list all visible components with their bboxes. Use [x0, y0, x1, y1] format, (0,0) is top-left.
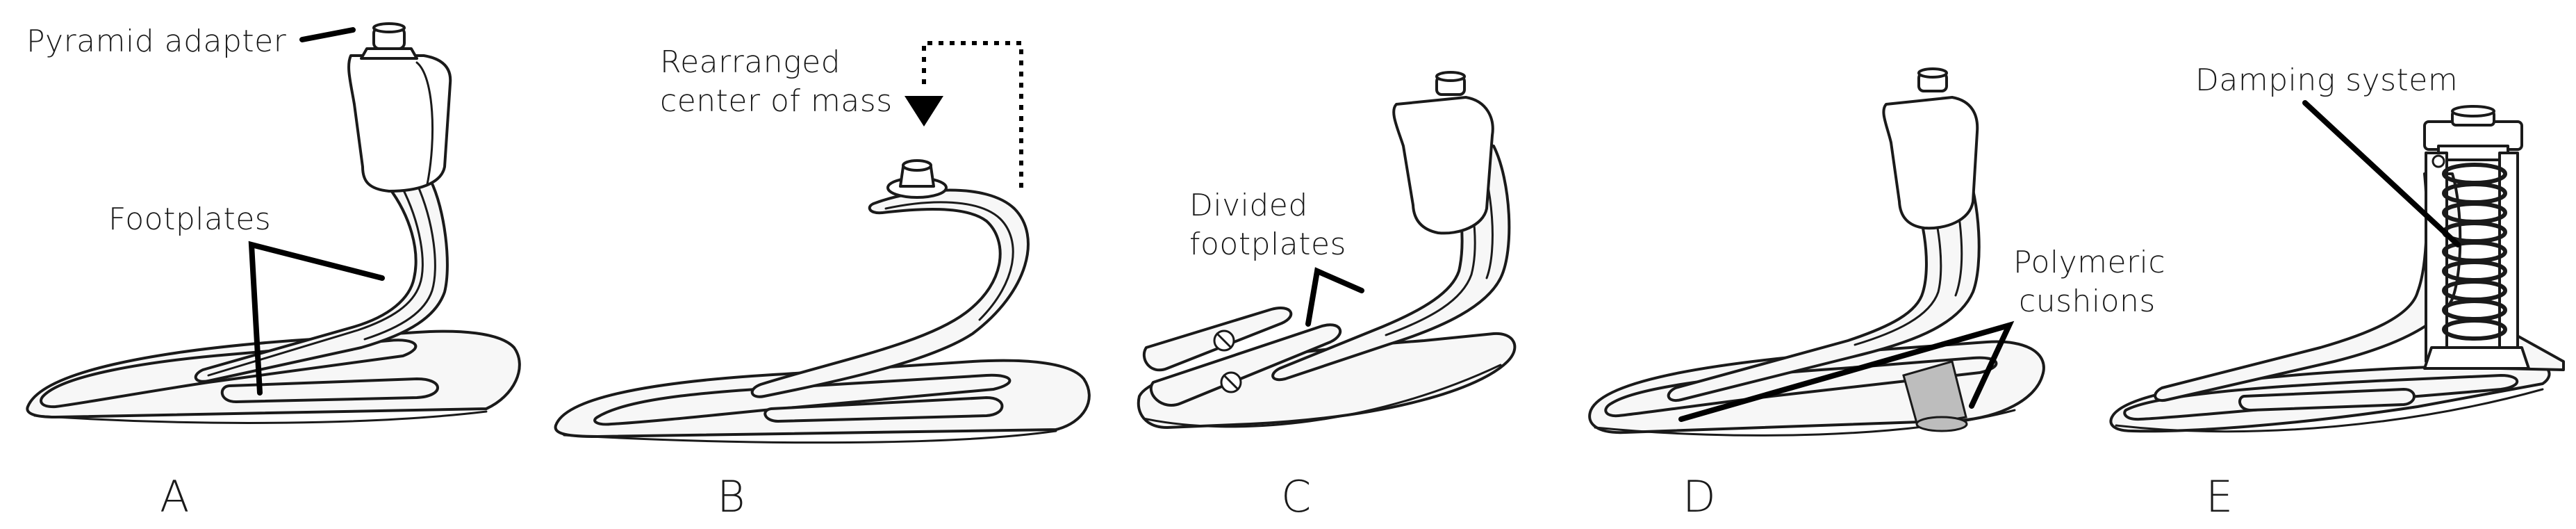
callout-footplates-a: Footplates — [108, 202, 271, 237]
callout-damping-system: Damping system — [2195, 63, 2458, 98]
pyramid-adapter-leader — [299, 27, 356, 42]
panel-label-d: D — [1683, 471, 1716, 522]
callout-polymeric: Polymeric — [2013, 245, 2165, 280]
panel-e: Damping system E — [2109, 63, 2565, 522]
damping-system-leader — [2302, 100, 2461, 247]
callout-cushions: cushions — [2019, 284, 2156, 319]
panel-label-b: B — [717, 471, 745, 522]
callout-rearranged: Rearranged — [660, 44, 841, 80]
foot-b-illustration — [554, 159, 1091, 444]
callout-divided: Divided — [1189, 188, 1308, 223]
callout-footplates-c: footplates — [1189, 227, 1346, 262]
panel-b: Rearranged center of mass B — [554, 41, 1091, 522]
panel-d: Polymeric cushions D — [1588, 67, 2165, 522]
panel-c: Divided footplates C — [1137, 71, 1517, 522]
callout-pyramid-adapter: Pyramid adapter — [26, 24, 287, 59]
mass-shift-arrow-head — [905, 96, 943, 127]
foot-a-illustration — [26, 22, 521, 424]
panel-a: Pyramid adapter Footplates A — [26, 22, 521, 522]
foot-c-illustration — [1137, 71, 1517, 429]
cushions-leader — [1678, 320, 2015, 422]
callout-center-of-mass: center of mass — [660, 83, 893, 119]
divided-footplates-leader — [1305, 267, 1364, 327]
panel-label-c: C — [1281, 471, 1311, 522]
footplates-leader — [248, 241, 385, 396]
mass-shift-dotted-path — [922, 41, 1023, 188]
panel-label-e: E — [2206, 471, 2233, 522]
panel-label-a: A — [160, 471, 189, 522]
foot-e-illustration — [2109, 105, 2565, 433]
